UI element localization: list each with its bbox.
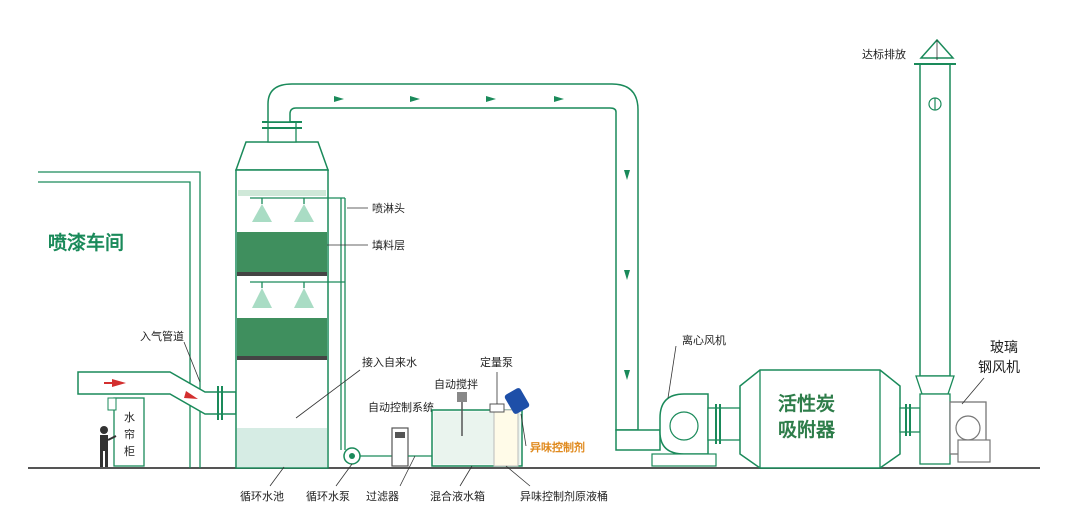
agent-barrel-label: 异味控制剂原液桶 bbox=[520, 489, 608, 503]
emission-label: 达标排放 bbox=[862, 47, 906, 61]
water-curtain-cabinet: 水 帘 柜 bbox=[100, 397, 145, 467]
packing-layer-upper bbox=[237, 232, 327, 272]
airflow-arrow-2 bbox=[184, 391, 198, 399]
airflow-arrow-1 bbox=[112, 379, 126, 387]
odor-agent-barrel bbox=[504, 388, 530, 414]
water-curtain-label-1: 水 bbox=[124, 411, 135, 424]
frp-fan: 玻璃 钢风机 bbox=[949, 339, 1020, 463]
mixing-tank bbox=[431, 392, 523, 467]
worker-figure bbox=[100, 426, 117, 467]
water-curtain-label-2: 帘 bbox=[124, 427, 135, 441]
circ-pool-label: 循环水池 bbox=[240, 490, 284, 503]
carbon-label-2: 吸附器 bbox=[778, 418, 836, 441]
water-curtain-label-3: 柜 bbox=[124, 445, 135, 458]
top-duct bbox=[267, 83, 661, 451]
auto-control-box: 自动控制系统 bbox=[368, 400, 434, 467]
centrifugal-fan-label: 离心风机 bbox=[682, 333, 726, 347]
inlet-duct-label: 入气管道 bbox=[140, 329, 184, 343]
spray-cone-3 bbox=[252, 288, 272, 308]
frp-fan-label-1: 玻璃 bbox=[990, 339, 1018, 356]
centrifugal-fan: 离心风机 bbox=[651, 333, 741, 467]
odor-agent-label: 异味控制剂 bbox=[530, 440, 585, 454]
bottom-labels: 循环水池 循环水泵 过滤器 混合液水箱 异味控制剂原液桶 bbox=[240, 455, 608, 503]
spray-cone-2 bbox=[294, 204, 314, 222]
circ-pump-label: 循环水泵 bbox=[306, 490, 350, 503]
spray-cone-1 bbox=[252, 204, 272, 222]
circulation-pool bbox=[237, 428, 327, 467]
packing-layer-label: 填料层 bbox=[372, 238, 405, 252]
auto-control-label: 自动控制系统 bbox=[368, 400, 434, 414]
dosing-pump-label: 定量泵 bbox=[480, 355, 513, 369]
spray-head-label: 喷淋头 bbox=[372, 202, 405, 215]
workshop-building: 喷漆车间 bbox=[38, 171, 201, 468]
auto-stir-label: 自动搅拌 bbox=[434, 377, 478, 391]
filter-label: 过滤器 bbox=[366, 490, 399, 503]
mix-tank-label: 混合液水箱 bbox=[430, 489, 485, 503]
packing-layer-lower bbox=[237, 318, 327, 356]
frp-fan-label-2: 钢风机 bbox=[978, 360, 1020, 376]
spray-cone-4 bbox=[294, 288, 314, 308]
workshop-label: 喷漆车间 bbox=[48, 231, 124, 254]
chimney-stack: 达标排放 bbox=[862, 38, 956, 465]
tap-water-label: 接入自来水 bbox=[362, 356, 417, 369]
spray-tower bbox=[234, 121, 346, 469]
inlet-duct: 入气管道 bbox=[77, 329, 237, 420]
circulation-pump bbox=[343, 447, 392, 465]
carbon-label-1: 活性炭 bbox=[778, 392, 835, 415]
activated-carbon-adsorber: 活性炭 吸附器 bbox=[739, 369, 921, 469]
